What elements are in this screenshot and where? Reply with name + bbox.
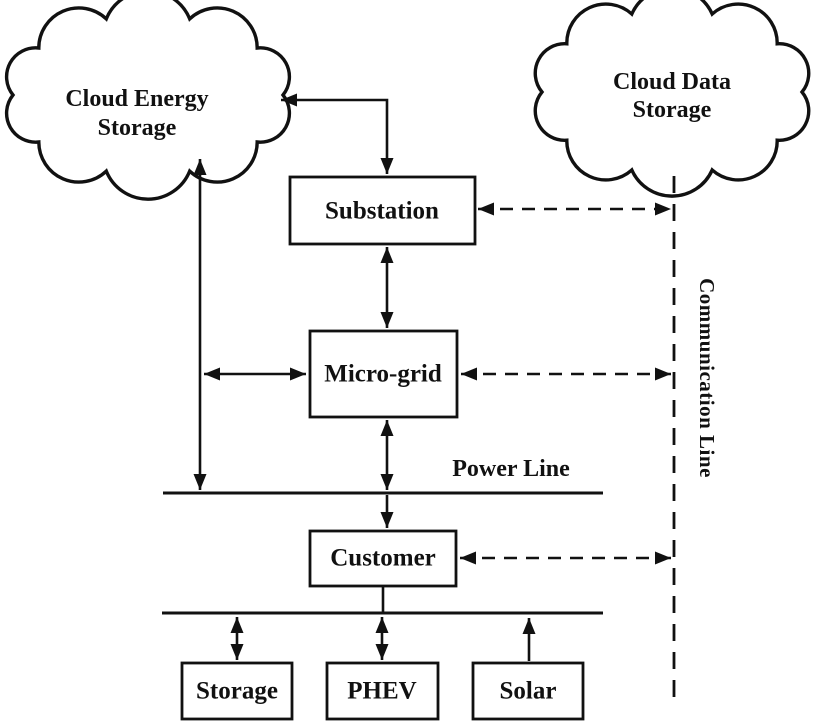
substation-label: Substation [325,198,439,225]
customer-box [308,529,458,588]
microgrid-box [308,329,459,419]
cloud-energy-label-line2: Storage [98,115,177,141]
solar-label: Solar [500,678,557,705]
cloud-energy-label-line1: Cloud Energy [65,86,208,112]
cloud-data-label-line1: Cloud Data [613,69,731,95]
power-line-label: Power Line [452,456,570,482]
microgrid-label: Micro-grid [324,361,442,388]
storage-box [180,661,294,721]
communication-line-label: Communication Line [695,278,719,478]
solar-box [471,661,585,721]
cloud-data-label-line2: Storage [633,97,712,123]
arrow-substation-to-cloud-energy [281,93,394,174]
cloud-data-storage-shape [533,0,811,198]
substation-box [288,175,477,246]
storage-label: Storage [196,678,278,705]
customer-label: Customer [330,545,436,572]
phev-box [325,661,440,721]
phev-label: PHEV [347,678,416,705]
